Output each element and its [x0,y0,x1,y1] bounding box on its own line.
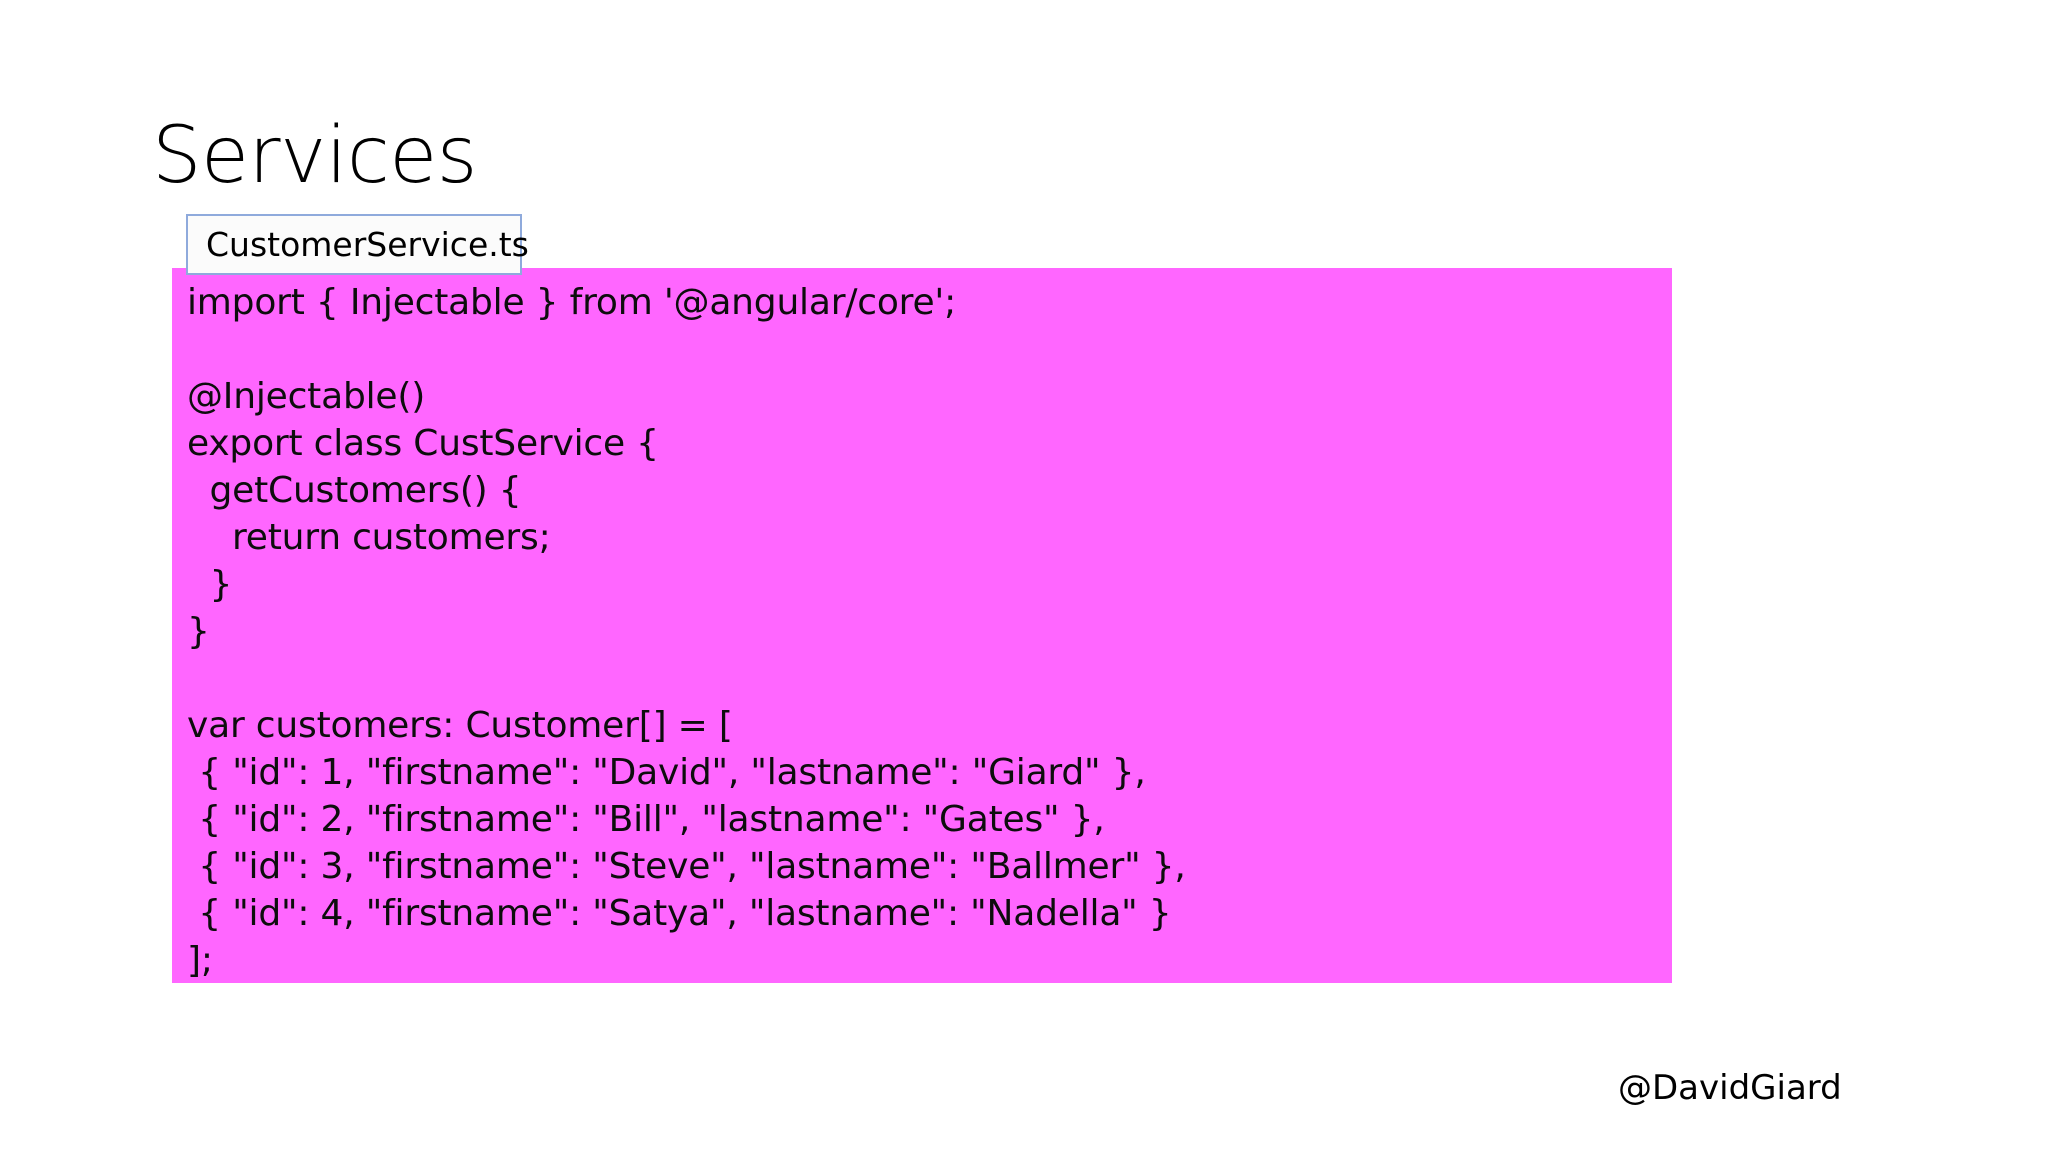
code-line [187,326,1672,373]
code-line: return customers; [187,517,551,558]
code-line: import { Injectable } from '@angular/cor… [187,282,957,323]
code-line: { "id": 1, "firstname": "David", "lastna… [187,752,1146,793]
code-line: } [187,564,233,605]
author-handle: @DavidGiard [1618,1068,1842,1108]
code-line: { "id": 3, "firstname": "Steve", "lastna… [187,846,1186,887]
code-line: export class CustService { [187,423,659,464]
code-line: } [187,611,210,652]
code-line: var customers: Customer[] = [ [187,705,733,746]
code-lines-container: import { Injectable } from '@angular/cor… [187,279,1672,983]
code-snippet-block: import { Injectable } from '@angular/cor… [172,268,1672,983]
code-line: getCustomers() { [187,470,522,511]
code-line: { "id": 4, "firstname": "Satya", "lastna… [187,893,1172,934]
file-name-tab-label: CustomerService.ts [206,225,529,264]
code-line: { "id": 2, "firstname": "Bill", "lastnam… [187,799,1105,840]
code-line: ]; [187,940,213,981]
code-line: @Injectable() [187,376,426,417]
code-line [187,655,1672,702]
page-title: Services [152,111,477,201]
file-name-tab[interactable]: CustomerService.ts [186,214,529,275]
